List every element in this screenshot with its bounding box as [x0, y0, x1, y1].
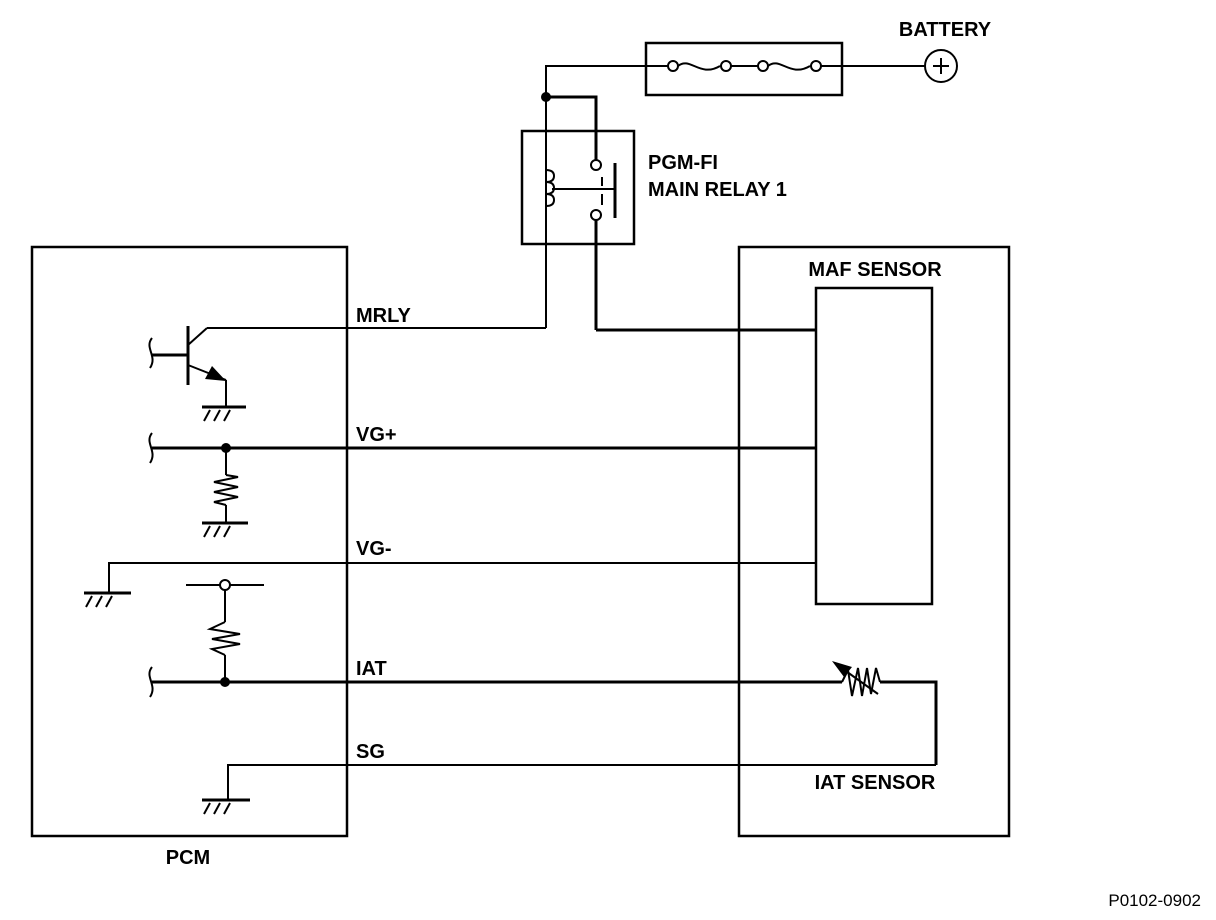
relay-label-line2: MAIN RELAY 1: [648, 179, 787, 201]
sg-label: SG: [356, 741, 385, 763]
relay-feed-wire: [541, 65, 668, 328]
relay-label-line1: PGM-FI: [648, 152, 718, 174]
resistor-icon: [206, 621, 241, 656]
iat-pullup: [186, 579, 264, 682]
resistor-icon: [213, 474, 239, 506]
sg-wire: [202, 764, 936, 815]
iat-wire: [148, 661, 938, 765]
mrly-wire: [207, 327, 816, 332]
figure-id: P0102-0902: [1108, 891, 1201, 910]
iat-sensor-label: IAT SENSOR: [815, 772, 936, 794]
vg-plus-label: VG+: [356, 424, 397, 446]
fuse-box: [644, 41, 844, 97]
transistor-icon: [148, 326, 246, 422]
sensor-housing-box: [737, 245, 1011, 838]
main-relay: [520, 129, 636, 330]
vg-plus-wire: [148, 432, 816, 538]
maf-sensor-label: MAF SENSOR: [808, 259, 942, 281]
pcm-box: [30, 245, 349, 838]
mrly-label: MRLY: [356, 305, 411, 327]
thermistor-icon: [841, 666, 881, 697]
battery-symbol: [821, 49, 958, 83]
maf-sensor-element: [814, 286, 934, 606]
vg-minus-label: VG-: [356, 538, 392, 560]
vg-minus-wire: [84, 562, 816, 608]
battery-label: BATTERY: [899, 19, 992, 41]
iat-label: IAT: [356, 658, 387, 680]
pcm-label: PCM: [166, 847, 210, 869]
junction-dot: [541, 92, 551, 102]
